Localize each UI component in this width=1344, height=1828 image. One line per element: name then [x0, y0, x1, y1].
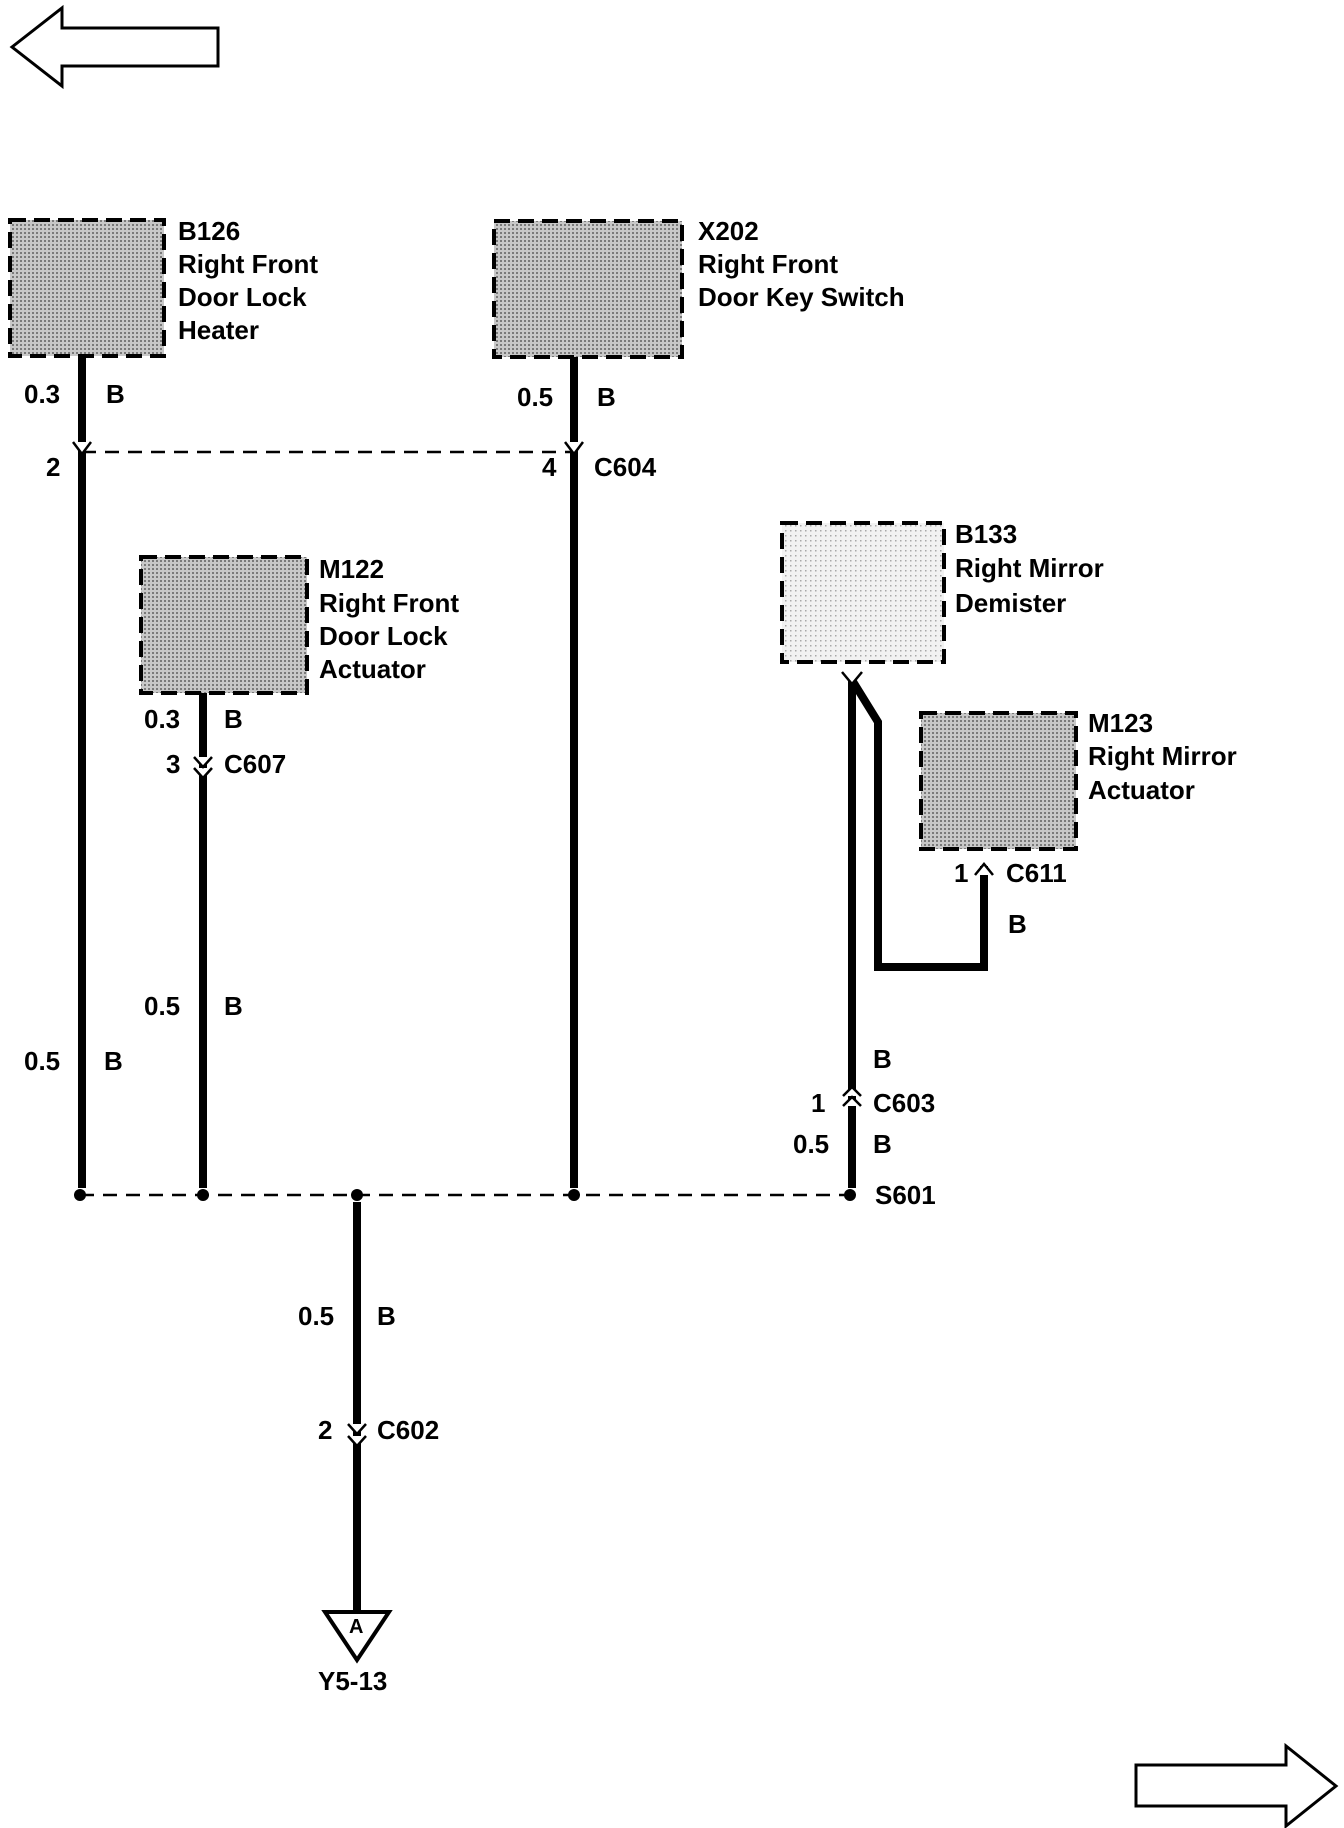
m123-id: M123	[1088, 708, 1153, 738]
splice-dot	[351, 1189, 363, 1201]
b133-id: B133	[955, 519, 1017, 549]
arrow-right-icon[interactable]	[1134, 1742, 1339, 1828]
c607-terminal	[193, 756, 213, 780]
c603-pin: 1	[811, 1088, 825, 1118]
x202-component-box	[492, 219, 684, 359]
c602-terminal	[347, 1423, 367, 1448]
m123-line1: Right Mirror	[1088, 741, 1237, 771]
wire-color-label: B	[1008, 909, 1027, 939]
x202-id: X202	[698, 216, 759, 246]
b126-id: B126	[178, 216, 240, 246]
m123-component-box	[919, 711, 1078, 851]
c604-pin-right: 4	[542, 452, 557, 482]
m123-line2: Actuator	[1088, 775, 1195, 805]
arrow-left-icon[interactable]	[9, 4, 220, 90]
b133-wire-end	[841, 671, 863, 686]
wire-size-label: 0.5	[793, 1129, 829, 1159]
splice-dot	[197, 1189, 209, 1201]
wire-color-label: B	[377, 1301, 396, 1331]
wire-color-label: B	[224, 704, 243, 734]
ground-ref: Y5-13	[318, 1666, 387, 1696]
c607-pin: 3	[166, 749, 180, 779]
wire-size-label: 0.3	[24, 379, 60, 409]
c602-label: C602	[377, 1415, 439, 1445]
s601-label: S601	[875, 1180, 936, 1210]
wire-size-label: 0.5	[24, 1046, 60, 1076]
b133-line1: Right Mirror	[955, 553, 1104, 583]
wire-size-label: 0.5	[144, 991, 180, 1021]
splice-dot	[568, 1189, 580, 1201]
ground-letter: A	[349, 1616, 363, 1638]
wire-size-label: 0.3	[144, 704, 180, 734]
splice-dot	[844, 1189, 856, 1201]
c611-label: C611	[1006, 858, 1067, 888]
wire-color-label: B	[104, 1046, 123, 1076]
wire-color-label: B	[873, 1044, 892, 1074]
m122-line3: Actuator	[319, 654, 426, 684]
m122-id: M122	[319, 554, 384, 584]
c607-label: C607	[224, 749, 286, 779]
b126-component-box	[8, 218, 166, 358]
c604-label: C604	[594, 452, 657, 482]
splice-dot	[74, 1189, 86, 1201]
c611-pin: 1	[954, 858, 968, 888]
m122-line1: Right Front	[319, 588, 459, 618]
ground-triangle	[321, 1610, 393, 1664]
c603-label: C603	[873, 1088, 935, 1118]
c603-terminal	[842, 1085, 862, 1107]
wire-color-label: B	[224, 991, 243, 1021]
wire-color-label: B	[597, 382, 616, 412]
b126-line1: Right Front	[178, 249, 318, 279]
b126-line2: Door Lock	[178, 282, 307, 312]
m122-line2: Door Lock	[319, 621, 448, 651]
b133-line2: Demister	[955, 588, 1066, 618]
c604-pin-left: 2	[46, 452, 60, 482]
x202-line1: Right Front	[698, 249, 838, 279]
c611-terminal	[974, 862, 994, 876]
wire-size-label: 0.5	[298, 1301, 334, 1331]
m122-component-box	[139, 555, 309, 695]
wire-color-label: B	[873, 1129, 892, 1159]
c602-pin: 2	[318, 1415, 332, 1445]
c604-terminal-left	[72, 441, 92, 457]
wire-size-label: 0.5	[517, 382, 553, 412]
c604-terminal-right	[564, 441, 584, 457]
m123-wire	[848, 677, 988, 971]
wire-color-label: B	[106, 379, 125, 409]
x202-line2: Door Key Switch	[698, 282, 905, 312]
b133-component-box	[780, 521, 946, 664]
b126-line3: Heater	[178, 315, 259, 345]
